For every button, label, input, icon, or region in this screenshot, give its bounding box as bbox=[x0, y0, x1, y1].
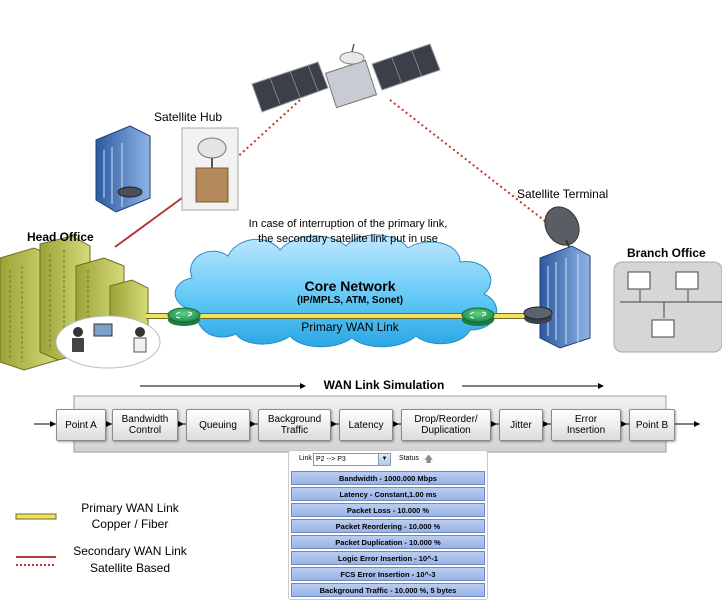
pipeline-arrowheads bbox=[50, 421, 700, 427]
satellite-link-hub bbox=[231, 99, 301, 163]
param-row: Latency - Constant,1.00 ms bbox=[291, 487, 485, 501]
satellite-icon bbox=[251, 43, 441, 113]
satellite-link-terminal bbox=[389, 99, 551, 226]
router-left-icon bbox=[167, 307, 201, 326]
legend-secondary-line1: Secondary WAN Link bbox=[73, 544, 187, 558]
link-parameters-panel: Link P2 --> P3 ▼ Status 🡅 Bandwidth - 10… bbox=[288, 450, 488, 600]
secondary-wan-line bbox=[114, 197, 183, 248]
status-arrow-up-icon: 🡅 bbox=[424, 454, 434, 464]
primary-wan-link-label: Primary WAN Link bbox=[301, 320, 399, 334]
satellite-hub-label: Satellite Hub bbox=[154, 110, 223, 124]
param-row: Background Traffic - 10.000 %, 5 bytes bbox=[291, 583, 485, 597]
satellite-terminal-dish-icon bbox=[544, 206, 580, 255]
param-row: Logic Error Insertion - 10^-1 bbox=[291, 551, 485, 565]
stage-drop-reorder-duplication: Drop/Reorder/Duplication bbox=[401, 409, 491, 441]
param-row: FCS Error Insertion - 10^-3 bbox=[291, 567, 485, 581]
param-row: Packet Reordering - 10.000 % bbox=[291, 519, 485, 533]
legend-primary-line1: Primary WAN Link bbox=[81, 501, 179, 515]
core-network-protocols: (IP/MPLS, ATM, Sonet) bbox=[296, 295, 404, 306]
video-conference-icon bbox=[55, 315, 161, 369]
legend-primary-line2: Copper / Fiber bbox=[91, 517, 169, 531]
satellite-terminal-label: Satellite Terminal bbox=[517, 187, 609, 201]
link-select[interactable]: P2 --> P3 ▼ bbox=[313, 453, 391, 466]
branch-office-lan bbox=[613, 261, 722, 353]
point-b-box: Point B bbox=[629, 409, 675, 441]
branch-building-icon bbox=[539, 245, 591, 349]
point-a-box: Point A bbox=[56, 409, 106, 441]
router-right-icon bbox=[461, 307, 495, 326]
legend-secondary-line2: Satellite Based bbox=[89, 561, 171, 575]
router-branch-icon bbox=[523, 306, 553, 324]
satellite-hub-dish-icon bbox=[181, 127, 239, 211]
interruption-note-line2: the secondary satellite link put in use bbox=[258, 233, 438, 245]
stage-queuing: Queuing bbox=[186, 409, 250, 441]
interruption-note-line1: In case of interruption of the primary l… bbox=[248, 218, 448, 230]
simulation-title: WAN Link Simulation bbox=[323, 378, 445, 392]
legend-primary-swatch bbox=[15, 513, 57, 520]
param-row: Bandwidth - 1000.000 Mbps bbox=[291, 471, 485, 485]
link-select-value: P2 --> P3 bbox=[316, 456, 346, 463]
stage-jitter: Jitter bbox=[499, 409, 543, 441]
satellite-hub-building-icon bbox=[95, 125, 151, 213]
param-row: Packet Duplication - 10.000 % bbox=[291, 535, 485, 549]
chevron-down-icon[interactable]: ▼ bbox=[378, 454, 390, 465]
status-label: Status bbox=[399, 455, 419, 462]
branch-office-label: Branch Office bbox=[627, 246, 706, 260]
link-label: Link bbox=[299, 455, 312, 462]
param-row: Packet Loss - 10.000 % bbox=[291, 503, 485, 517]
core-network-title: Core Network bbox=[304, 278, 396, 294]
head-office-label: Head Office bbox=[27, 230, 94, 244]
stage-latency: Latency bbox=[339, 409, 393, 441]
